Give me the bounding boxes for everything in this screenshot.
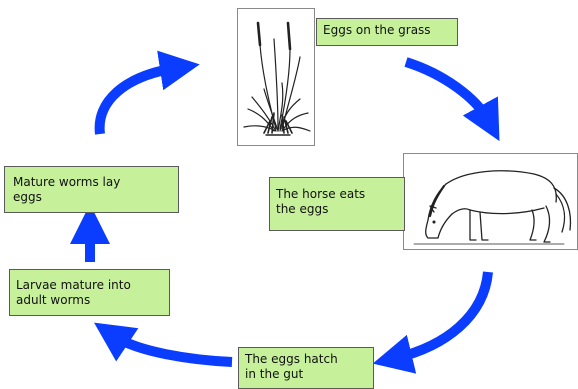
- label-larvae-mature: Larvae mature into adult worms: [9, 269, 170, 316]
- grazing-horse-icon: [404, 154, 577, 249]
- horse-picture: [403, 153, 578, 250]
- label-mature-worms-lay: Mature worms lay eggs: [4, 166, 179, 213]
- label-horse-eats-eggs: The horse eats the eggs: [269, 177, 405, 231]
- arrow-hatch-to-larvae: [114, 336, 232, 362]
- arrow-horse-to-hatch: [396, 272, 488, 358]
- label-eggs-on-grass: Eggs on the grass: [316, 18, 458, 46]
- label-eggs-hatch: The eggs hatch in the gut: [238, 347, 374, 389]
- arrow-mature-to-grass: [100, 68, 176, 134]
- grass-picture: [237, 8, 315, 146]
- arrow-grass-to-horse: [406, 62, 488, 120]
- grass-tuft-icon: [238, 9, 314, 145]
